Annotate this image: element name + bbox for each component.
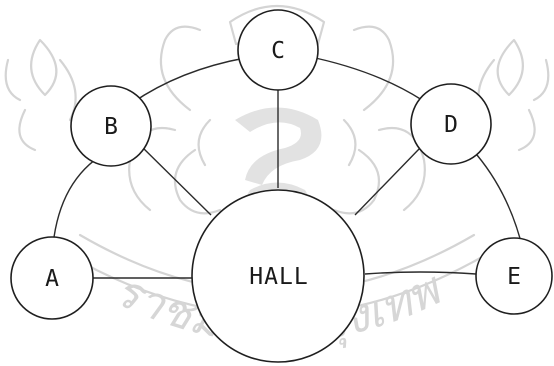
node-d[interactable]: D bbox=[411, 84, 491, 164]
node-a[interactable]: A bbox=[11, 237, 93, 319]
node-hall-label: HALL bbox=[249, 264, 308, 290]
node-b[interactable]: B bbox=[71, 86, 151, 166]
edge-d-e bbox=[477, 155, 523, 250]
node-d-label: D bbox=[444, 112, 458, 138]
node-c-label: C bbox=[271, 38, 285, 64]
node-b-label: B bbox=[104, 114, 118, 140]
node-a-label: A bbox=[45, 266, 59, 292]
node-c[interactable]: C bbox=[238, 10, 318, 90]
node-hall[interactable]: HALL bbox=[192, 190, 364, 362]
edge-b-c bbox=[132, 58, 245, 103]
edge-c-d bbox=[306, 56, 422, 100]
node-e[interactable]: E bbox=[476, 238, 552, 314]
node-e-label: E bbox=[507, 264, 521, 290]
edge-a-b bbox=[53, 153, 105, 245]
